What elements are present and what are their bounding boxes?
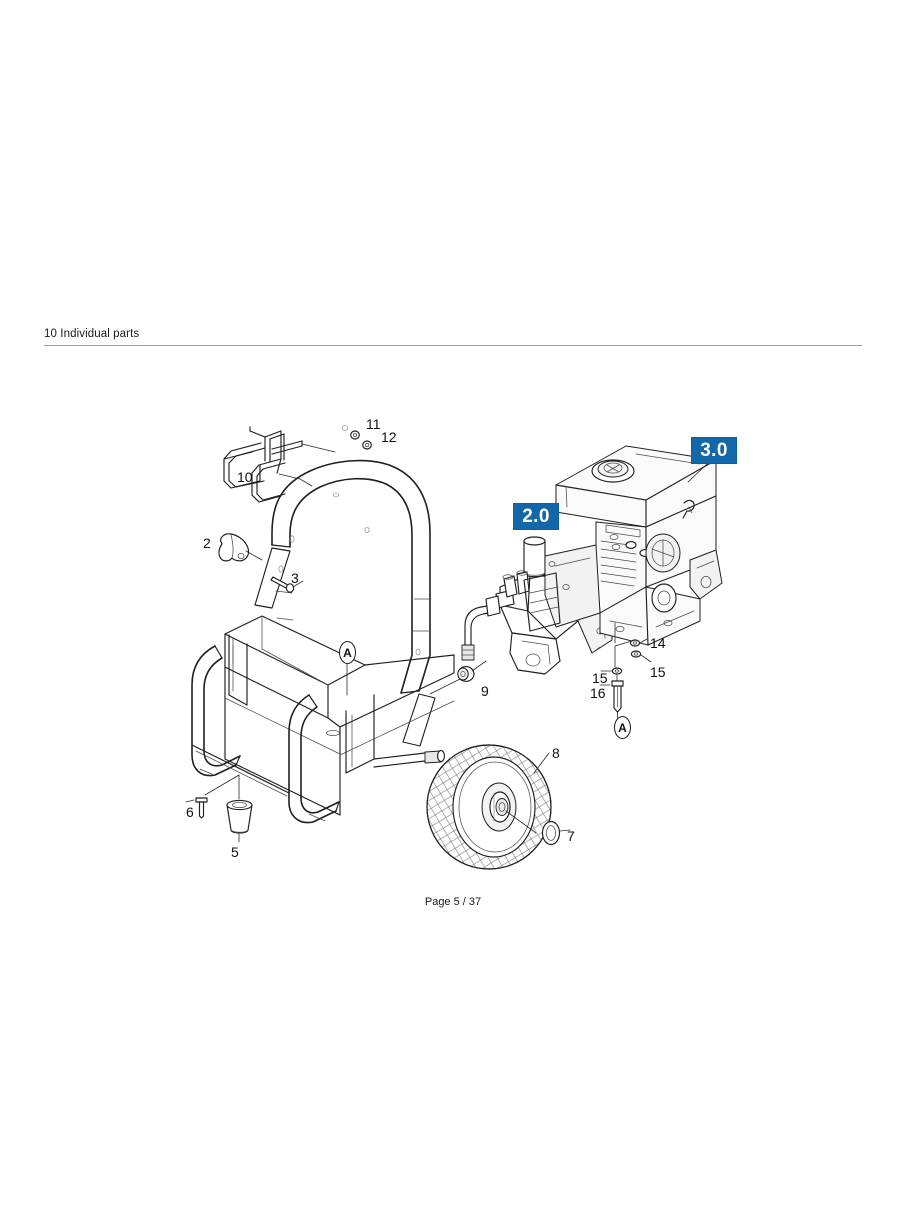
part-number-12: 12 xyxy=(381,429,397,445)
callout-box-3-0[interactable]: 3.0 xyxy=(691,437,737,464)
page-number: Page 5 / 37 xyxy=(424,896,482,908)
reference-marker-label: A xyxy=(343,645,352,660)
part-number-8: 8 xyxy=(552,745,560,761)
reference-marker-a-fasteners: A xyxy=(614,716,631,739)
pneumatic-wheel-part xyxy=(426,744,552,870)
foot-screw-part xyxy=(185,797,208,819)
header-divider xyxy=(44,345,862,346)
rubber-foot-part xyxy=(204,774,253,843)
push-handle-loop xyxy=(254,459,436,747)
engine-assembly-drawing xyxy=(523,445,723,646)
part-number-10: 10 xyxy=(237,469,253,485)
reference-marker-a-chassis: A xyxy=(339,641,356,664)
part-number-7: 7 xyxy=(567,828,575,844)
part-number-9: 9 xyxy=(481,683,489,699)
part-number-15-right: 15 xyxy=(650,664,666,680)
star-knob-part xyxy=(218,533,263,562)
reference-marker-label: A xyxy=(618,720,627,735)
trolley-chassis xyxy=(191,615,455,824)
hub-cap-ring-part xyxy=(541,820,571,846)
part-number-11: 11 xyxy=(366,416,381,432)
callout-label: 3.0 xyxy=(700,440,728,461)
part-number-6: 6 xyxy=(186,804,194,820)
handle-fasteners xyxy=(341,425,372,450)
handle-bolt-part xyxy=(270,576,304,593)
part-number-15-left: 15 xyxy=(592,670,608,686)
exploded-parts-diagram: .ln { fill:none; stroke:#1f1f1f; stroke-… xyxy=(0,355,906,885)
part-number-16: 16 xyxy=(590,685,606,701)
callout-label: 2.0 xyxy=(522,506,550,527)
axle-bushing-part xyxy=(429,660,487,695)
header-title: 10 Individual parts xyxy=(44,328,140,340)
hose-holder-bracket-part xyxy=(223,426,336,503)
fastener-stack xyxy=(599,622,652,726)
part-number-5: 5 xyxy=(231,844,239,860)
callout-box-2-0[interactable]: 2.0 xyxy=(513,503,559,530)
page-header: 10 Individual parts xyxy=(44,328,862,348)
page-footer: Page 5 / 37 xyxy=(0,892,906,910)
part-number-3: 3 xyxy=(291,570,299,586)
part-number-2: 2 xyxy=(203,535,211,551)
diagram-vector: .ln { fill:none; stroke:#1f1f1f; stroke-… xyxy=(185,425,723,870)
part-number-14: 14 xyxy=(650,635,666,651)
